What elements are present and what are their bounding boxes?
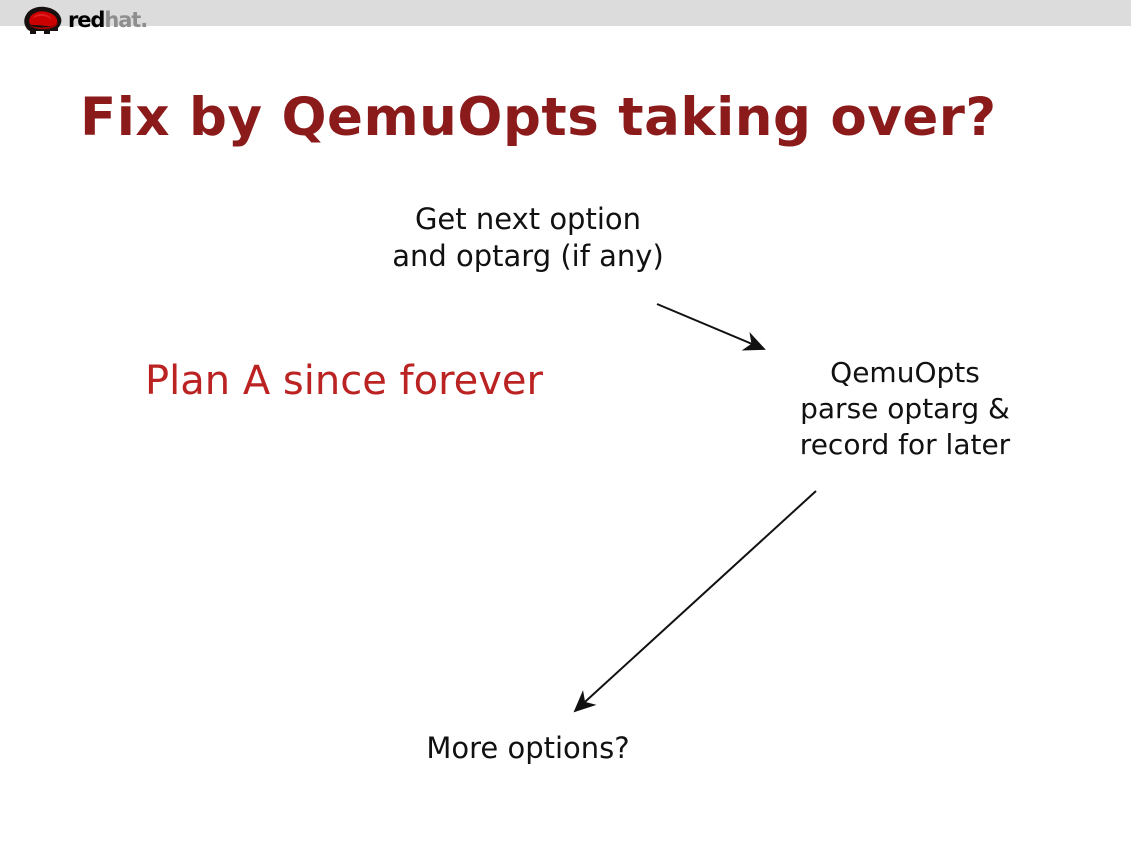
page-title: Fix by QemuOpts taking over? [80, 87, 997, 148]
flow-node-line: QemuOpts [830, 356, 980, 389]
flow-node-line: More options? [426, 731, 630, 765]
flow-node-line: record for later [799, 427, 1011, 461]
flow-node-qemuopts: QemuOpts parse optarg & record for later [760, 355, 1050, 462]
wordmark-dot: . [140, 7, 148, 32]
header-band [0, 0, 1131, 26]
flow-node-line: parse optarg & [800, 391, 1010, 425]
redhat-shadowman-icon [20, 4, 66, 38]
flow-node-get-next-option: Get next option and optarg (if any) [328, 201, 728, 275]
arrow-qemuopts-to-more-options [573, 490, 817, 713]
flow-node-line: Get next option [414, 202, 642, 236]
wordmark-red: red [68, 7, 105, 32]
annotation-plan-a: Plan A since forever [145, 358, 543, 404]
wordmark-hat: hat [104, 7, 141, 32]
flow-node-more-options: More options? [328, 730, 728, 767]
arrow-get-next-option-to-qemuopts [656, 303, 766, 351]
redhat-wordmark: redhat. [68, 7, 148, 33]
flow-node-line: and optarg (if any) [392, 239, 664, 274]
redhat-logo: redhat. [20, 2, 148, 40]
